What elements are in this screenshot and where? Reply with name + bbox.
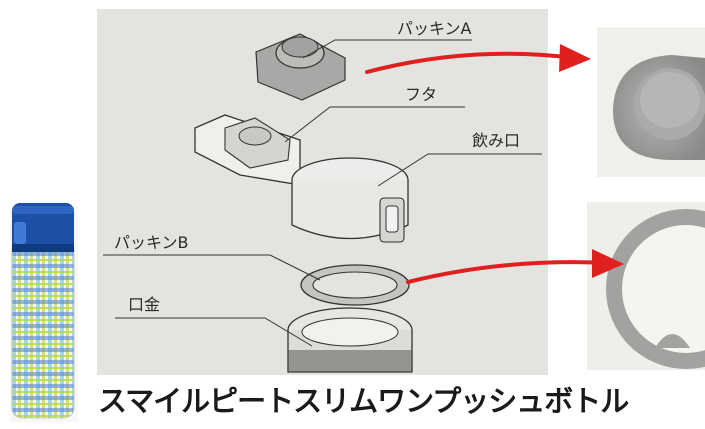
gasket-b-drawing — [300, 264, 410, 306]
gasket-a-drawing — [255, 33, 346, 101]
gasket-b-photo — [587, 202, 705, 370]
spout-drawing — [291, 157, 409, 243]
mouthpiece-drawing — [287, 307, 413, 373]
label-lid: フタ — [405, 85, 437, 104]
leader-lines — [103, 39, 542, 347]
bottle-photo — [10, 203, 78, 422]
label-gasket-b: パッキンB — [114, 233, 189, 252]
label-mouthpiece: 口金 — [128, 295, 160, 314]
arrow-gasket-a — [365, 44, 591, 74]
label-spout: 飲み口 — [472, 131, 520, 150]
label-gasket-a: パッキンA — [397, 19, 472, 38]
lid-drawing — [194, 114, 301, 186]
arrow-gasket-b — [406, 249, 624, 284]
product-title: スマイルピートスリムワンプッシュボトル — [98, 384, 629, 418]
gasket-a-photo — [597, 27, 705, 177]
